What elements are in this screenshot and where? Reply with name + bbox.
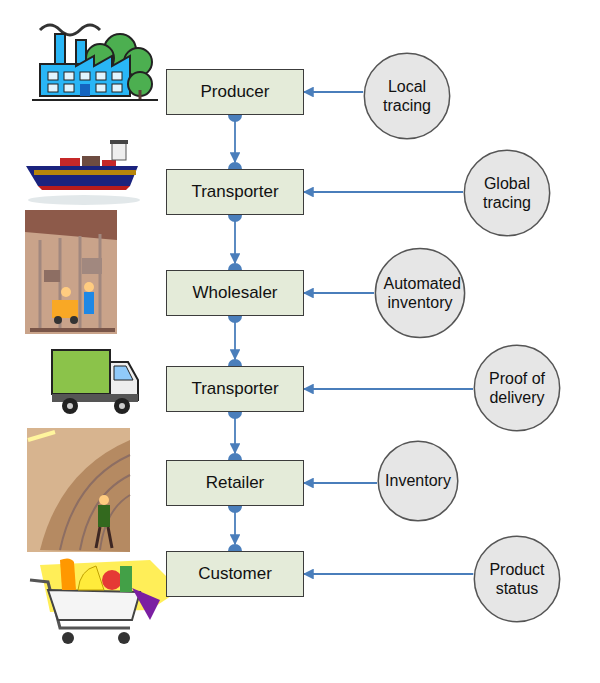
connector-line: [304, 191, 463, 193]
circle-outline: [363, 52, 451, 140]
process-box: Producer: [166, 69, 304, 115]
flow-connector: [228, 208, 242, 277]
process-box: Transporter: [166, 366, 304, 412]
connector-line: [304, 482, 377, 484]
box-label: Wholesaler: [192, 283, 277, 303]
circle-label: Proof of delivery: [482, 369, 552, 407]
ship-icon: [26, 140, 140, 205]
store-icon: [27, 428, 130, 552]
flow-connector: [228, 405, 242, 467]
circle-label: Global tracing: [472, 174, 542, 212]
flow-connector: [228, 108, 242, 176]
box-label: Transporter: [191, 182, 278, 202]
feature-circle: Global tracing: [463, 149, 551, 237]
circle-outline: [374, 247, 466, 339]
process-box: Customer: [166, 551, 304, 597]
flow-connector: [304, 192, 463, 193]
box-label: Retailer: [206, 473, 265, 493]
circle-label: Inventory: [383, 471, 453, 490]
warehouse-icon: [25, 210, 117, 334]
flow-connector: [228, 309, 242, 373]
flow-connector: [228, 499, 242, 558]
connector-line: [234, 215, 236, 263]
connector-line: [304, 573, 473, 575]
flow-connector: [304, 92, 363, 93]
flow-connector: [304, 293, 374, 294]
circle-label: Local tracing: [372, 77, 442, 115]
connector-line: [304, 292, 374, 294]
circle-label: Product status: [482, 560, 552, 598]
feature-circle: Product status: [473, 535, 561, 623]
truck-icon: [52, 350, 138, 414]
connector-line: [234, 115, 236, 162]
box-label: Producer: [201, 82, 270, 102]
box-label: Transporter: [191, 379, 278, 399]
feature-circle: Inventory: [377, 440, 459, 522]
circle-outline: [463, 149, 551, 237]
factory-icon: [32, 25, 158, 100]
feature-circle: Automated inventory: [374, 247, 466, 339]
connector-line: [304, 91, 363, 93]
circle-outline: [473, 535, 561, 623]
flow-connector: [304, 574, 473, 575]
feature-circle: Local tracing: [363, 52, 451, 140]
flow-connector: [304, 483, 377, 484]
shopping-cart-icon: [30, 558, 180, 644]
process-box: Wholesaler: [166, 270, 304, 316]
connector-line: [304, 388, 473, 390]
circle-label: Automated inventory: [384, 274, 457, 312]
feature-circle: Proof of delivery: [473, 344, 561, 432]
circle-outline: [473, 344, 561, 432]
box-label: Customer: [198, 564, 272, 584]
flow-connector: [304, 389, 473, 390]
process-box: Retailer: [166, 460, 304, 506]
process-box: Transporter: [166, 169, 304, 215]
